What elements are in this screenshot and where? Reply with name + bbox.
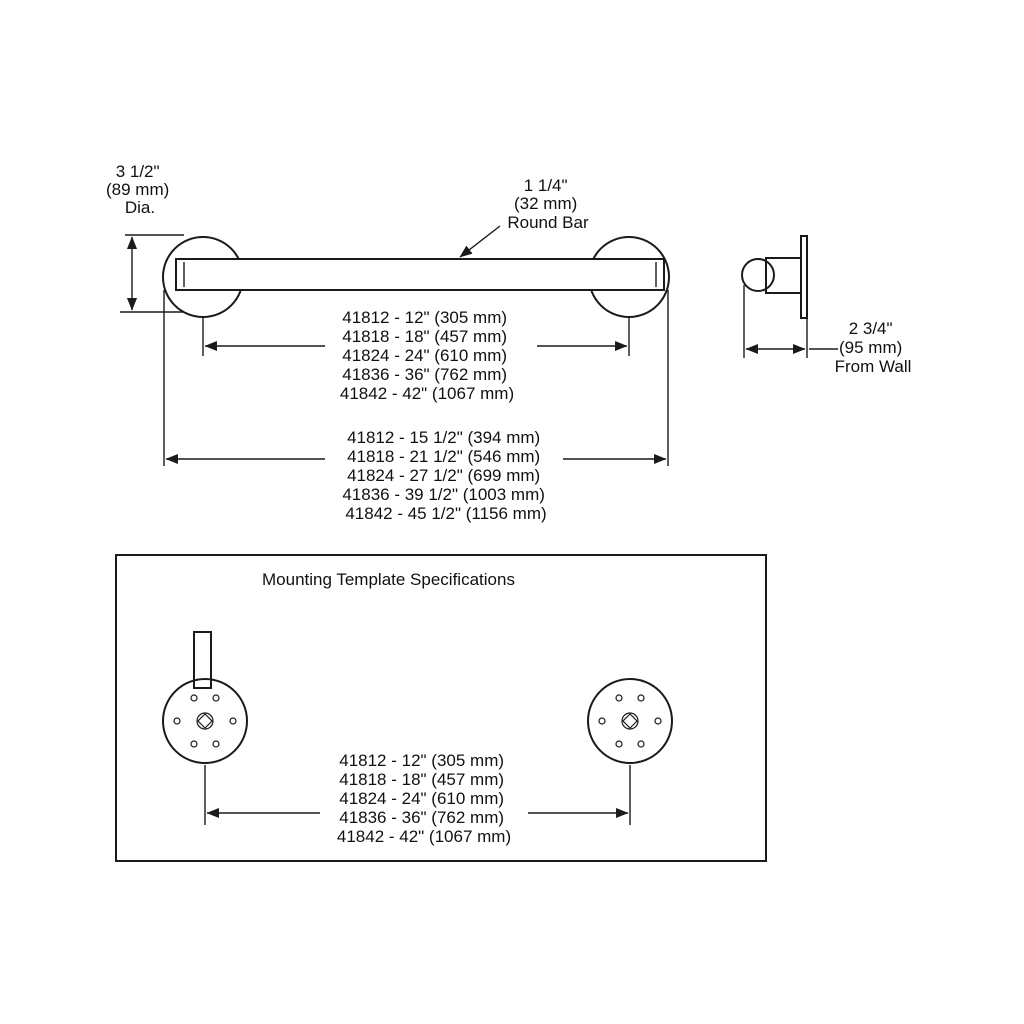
front-view (162, 236, 670, 318)
template-title: Mounting Template Specifications (262, 570, 515, 589)
projection-dimension: 2 3/4" (95 mm) From Wall (743, 285, 912, 376)
overall-length-list: 41812 - 15 1/2" (394 mm) 41818 - 21 1/2"… (342, 428, 549, 523)
bar-diameter-callout: 1 1/4" (32 mm) Round Bar (459, 176, 589, 258)
post (765, 257, 802, 294)
bar-label: 1 1/4" (32 mm) Round Bar (507, 176, 589, 232)
round-bar (175, 258, 665, 291)
diameter-label: 3 1/2" (89 mm) Dia. (106, 162, 174, 217)
template-length-list: 41812 - 12" (305 mm) 41818 - 18" (457 mm… (337, 751, 511, 846)
mounting-template-panel: Mounting Template Specifications (115, 554, 767, 862)
template-right-flange (587, 678, 673, 764)
center-length-list: 41812 - 12" (305 mm) 41818 - 18" (457 mm… (340, 308, 514, 403)
projection-label: 2 3/4" (95 mm) From Wall (835, 319, 912, 376)
diameter-dimension: 3 1/2" (89 mm) Dia. (106, 162, 184, 313)
bar-end (741, 258, 775, 292)
template-length-dimension: 41812 - 12" (305 mm) 41818 - 18" (457 mm… (204, 751, 631, 846)
overall-length-dimension: 41812 - 15 1/2" (394 mm) 41818 - 21 1/2"… (163, 290, 669, 523)
template-left-flange (162, 678, 248, 764)
template-border (115, 554, 767, 862)
center-length-dimension: 41812 - 12" (305 mm) 41818 - 18" (457 mm… (202, 308, 630, 403)
side-view (741, 235, 808, 319)
template-post (193, 631, 212, 689)
